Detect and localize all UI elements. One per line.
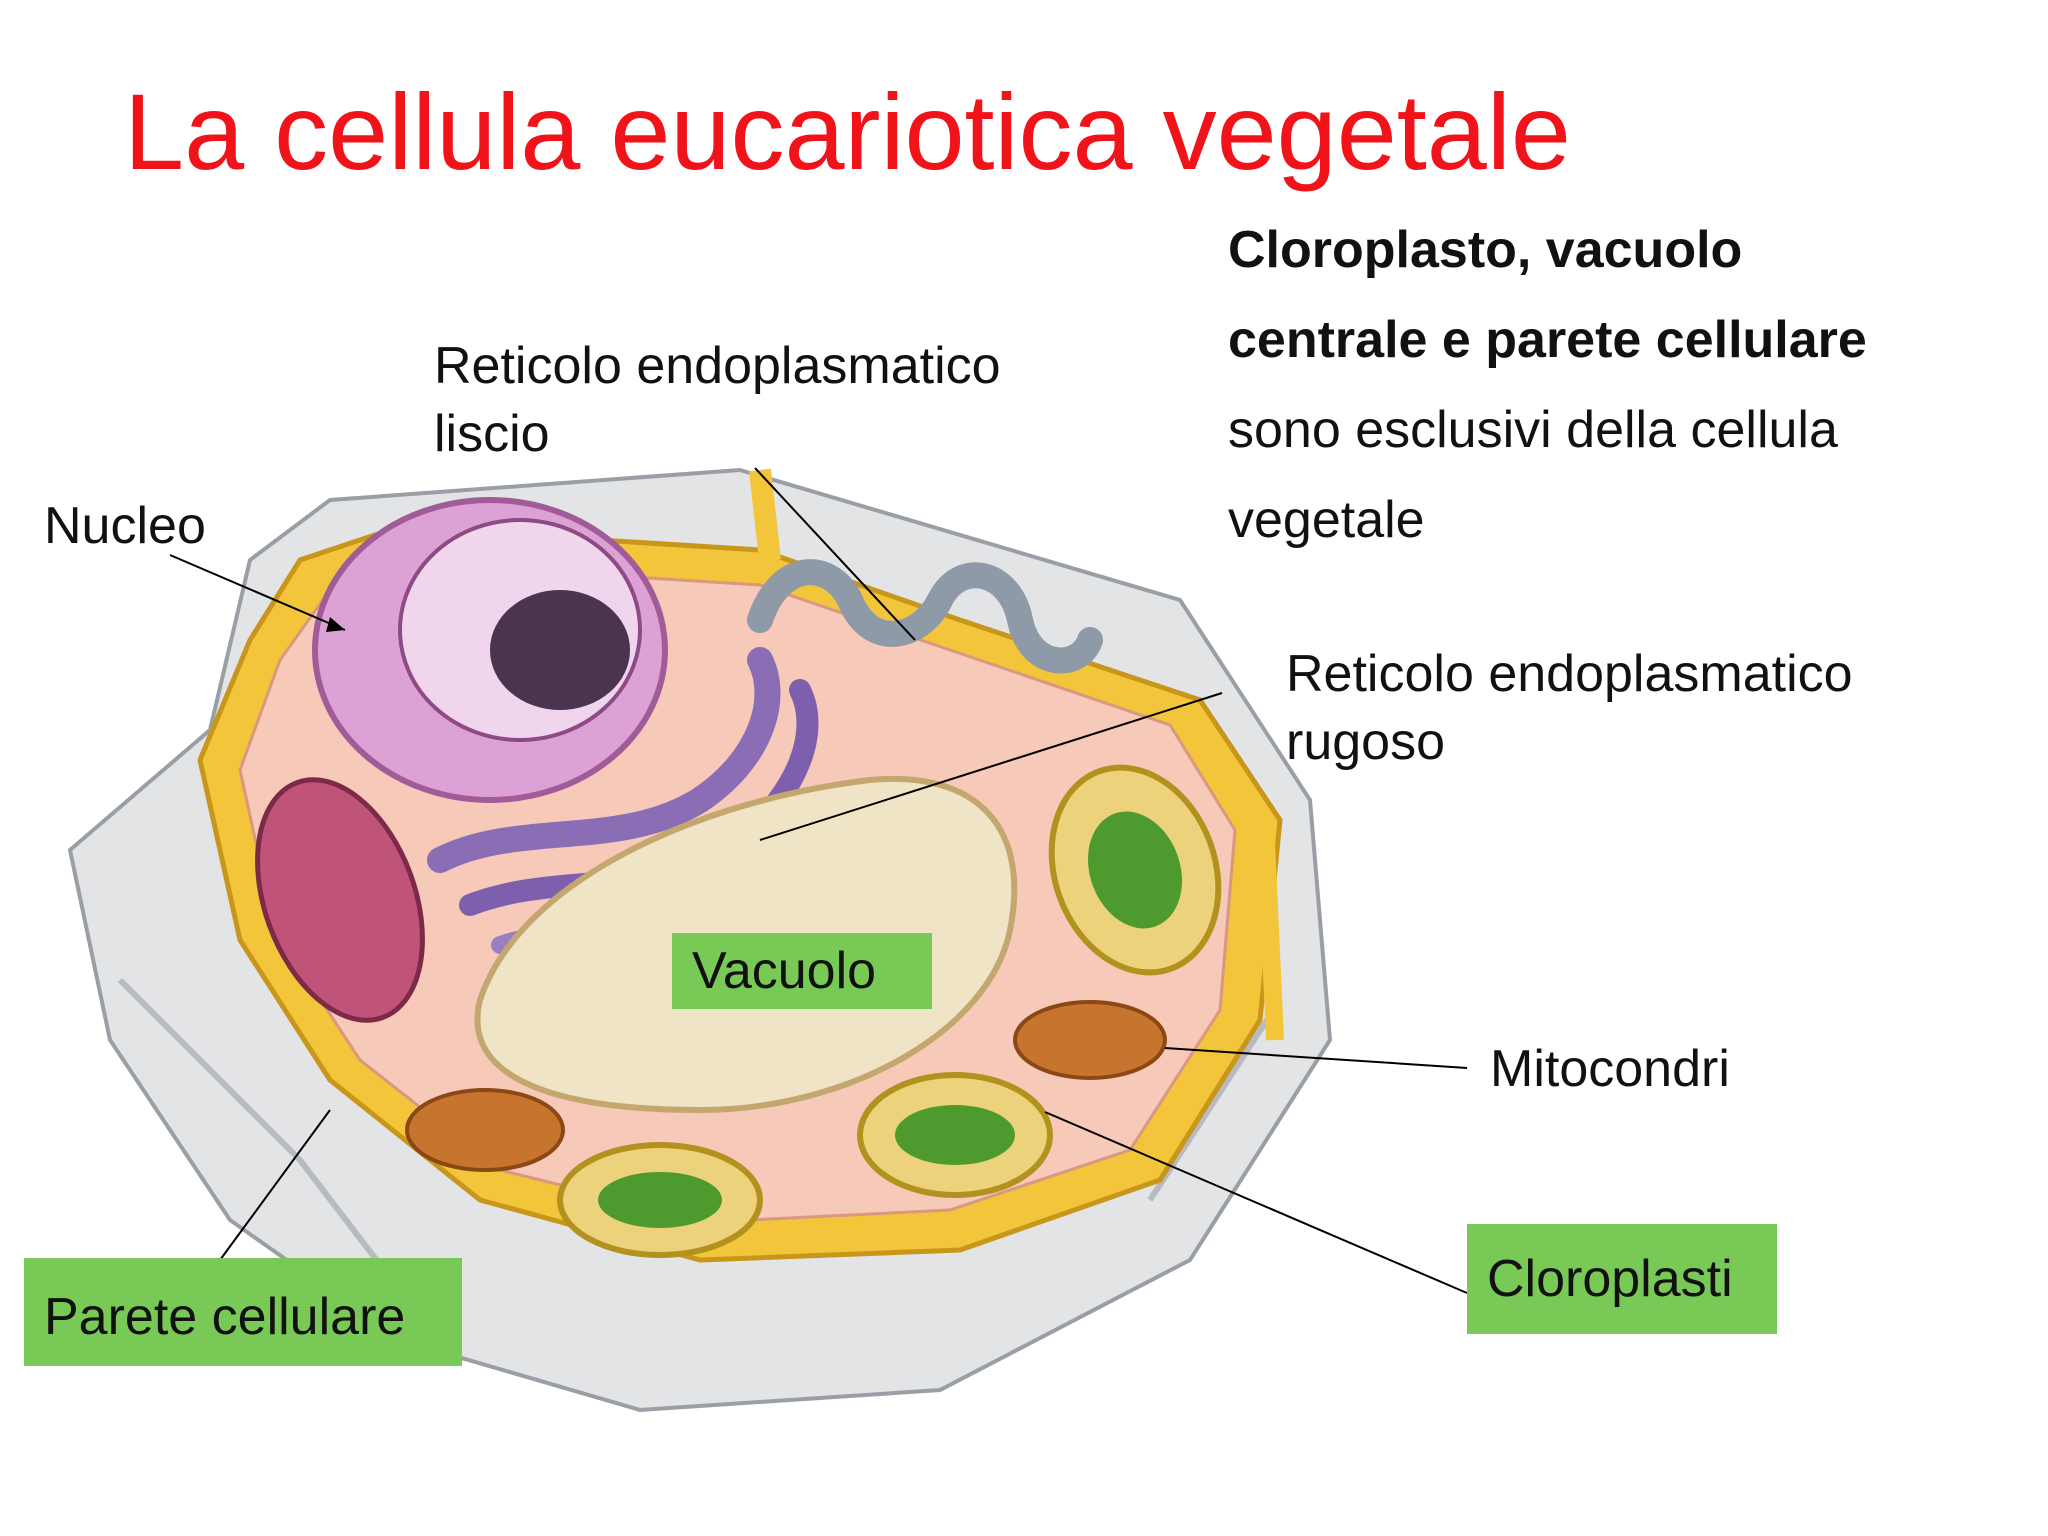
leader-line-nucleo	[169, 554, 346, 631]
note-bold-line-1: Cloroplasto, vacuolo	[1228, 221, 1743, 279]
chloroplast-thylakoids	[895, 1105, 1015, 1165]
wall-post	[749, 468, 781, 562]
leader-arrowhead	[326, 617, 345, 632]
label-parete: Parete cellulare	[24, 1258, 462, 1366]
note-line-4: vegetale	[1228, 491, 1425, 549]
note-bold-line-2: centrale e parete cellulare	[1228, 311, 1867, 369]
label-cloroplasti: Cloroplasti	[1467, 1224, 1777, 1334]
label-nucleo: Nucleo	[44, 497, 206, 555]
leader-line-cloroplasti	[1044, 1111, 1468, 1294]
leader-line-mitocondri	[1164, 1047, 1468, 1069]
rough-er	[427, 647, 781, 873]
page-title: La cellula eucariotica vegetale	[124, 71, 1571, 192]
label-vacuolo: Vacuolo	[672, 933, 932, 1009]
chloroplast-thylakoids	[1087, 811, 1183, 929]
wall-post	[1256, 819, 1284, 1041]
mitochondrion	[1013, 1000, 1167, 1080]
mitochondrion	[405, 1088, 565, 1172]
label-rer-line-2: rugoso	[1286, 713, 1445, 771]
smooth-er	[747, 559, 1103, 674]
leader-line-rer	[759, 692, 1223, 841]
chloroplast-thylakoids	[598, 1172, 722, 1228]
exclusive-note: Cloroplasto, vacuolo centrale e parete c…	[1228, 205, 2028, 565]
label-rel-line-1: Reticolo endoplasmatico	[434, 337, 1001, 395]
label-rer-line-1: Reticolo endoplasmatico	[1286, 645, 1853, 703]
label-rel: Reticolo endoplasmatico liscio	[434, 332, 1001, 468]
label-mitocondri: Mitocondri	[1490, 1040, 1730, 1098]
label-rer: Reticolo endoplasmatico rugoso	[1286, 640, 1853, 776]
nucleolus	[490, 590, 630, 710]
leader-line-parete	[219, 1109, 331, 1261]
label-rel-line-2: liscio	[434, 405, 550, 463]
note-line-3: sono esclusivi della cellula	[1228, 401, 1838, 459]
leader-line-rel	[754, 467, 916, 641]
mitochondrion	[255, 777, 425, 1023]
